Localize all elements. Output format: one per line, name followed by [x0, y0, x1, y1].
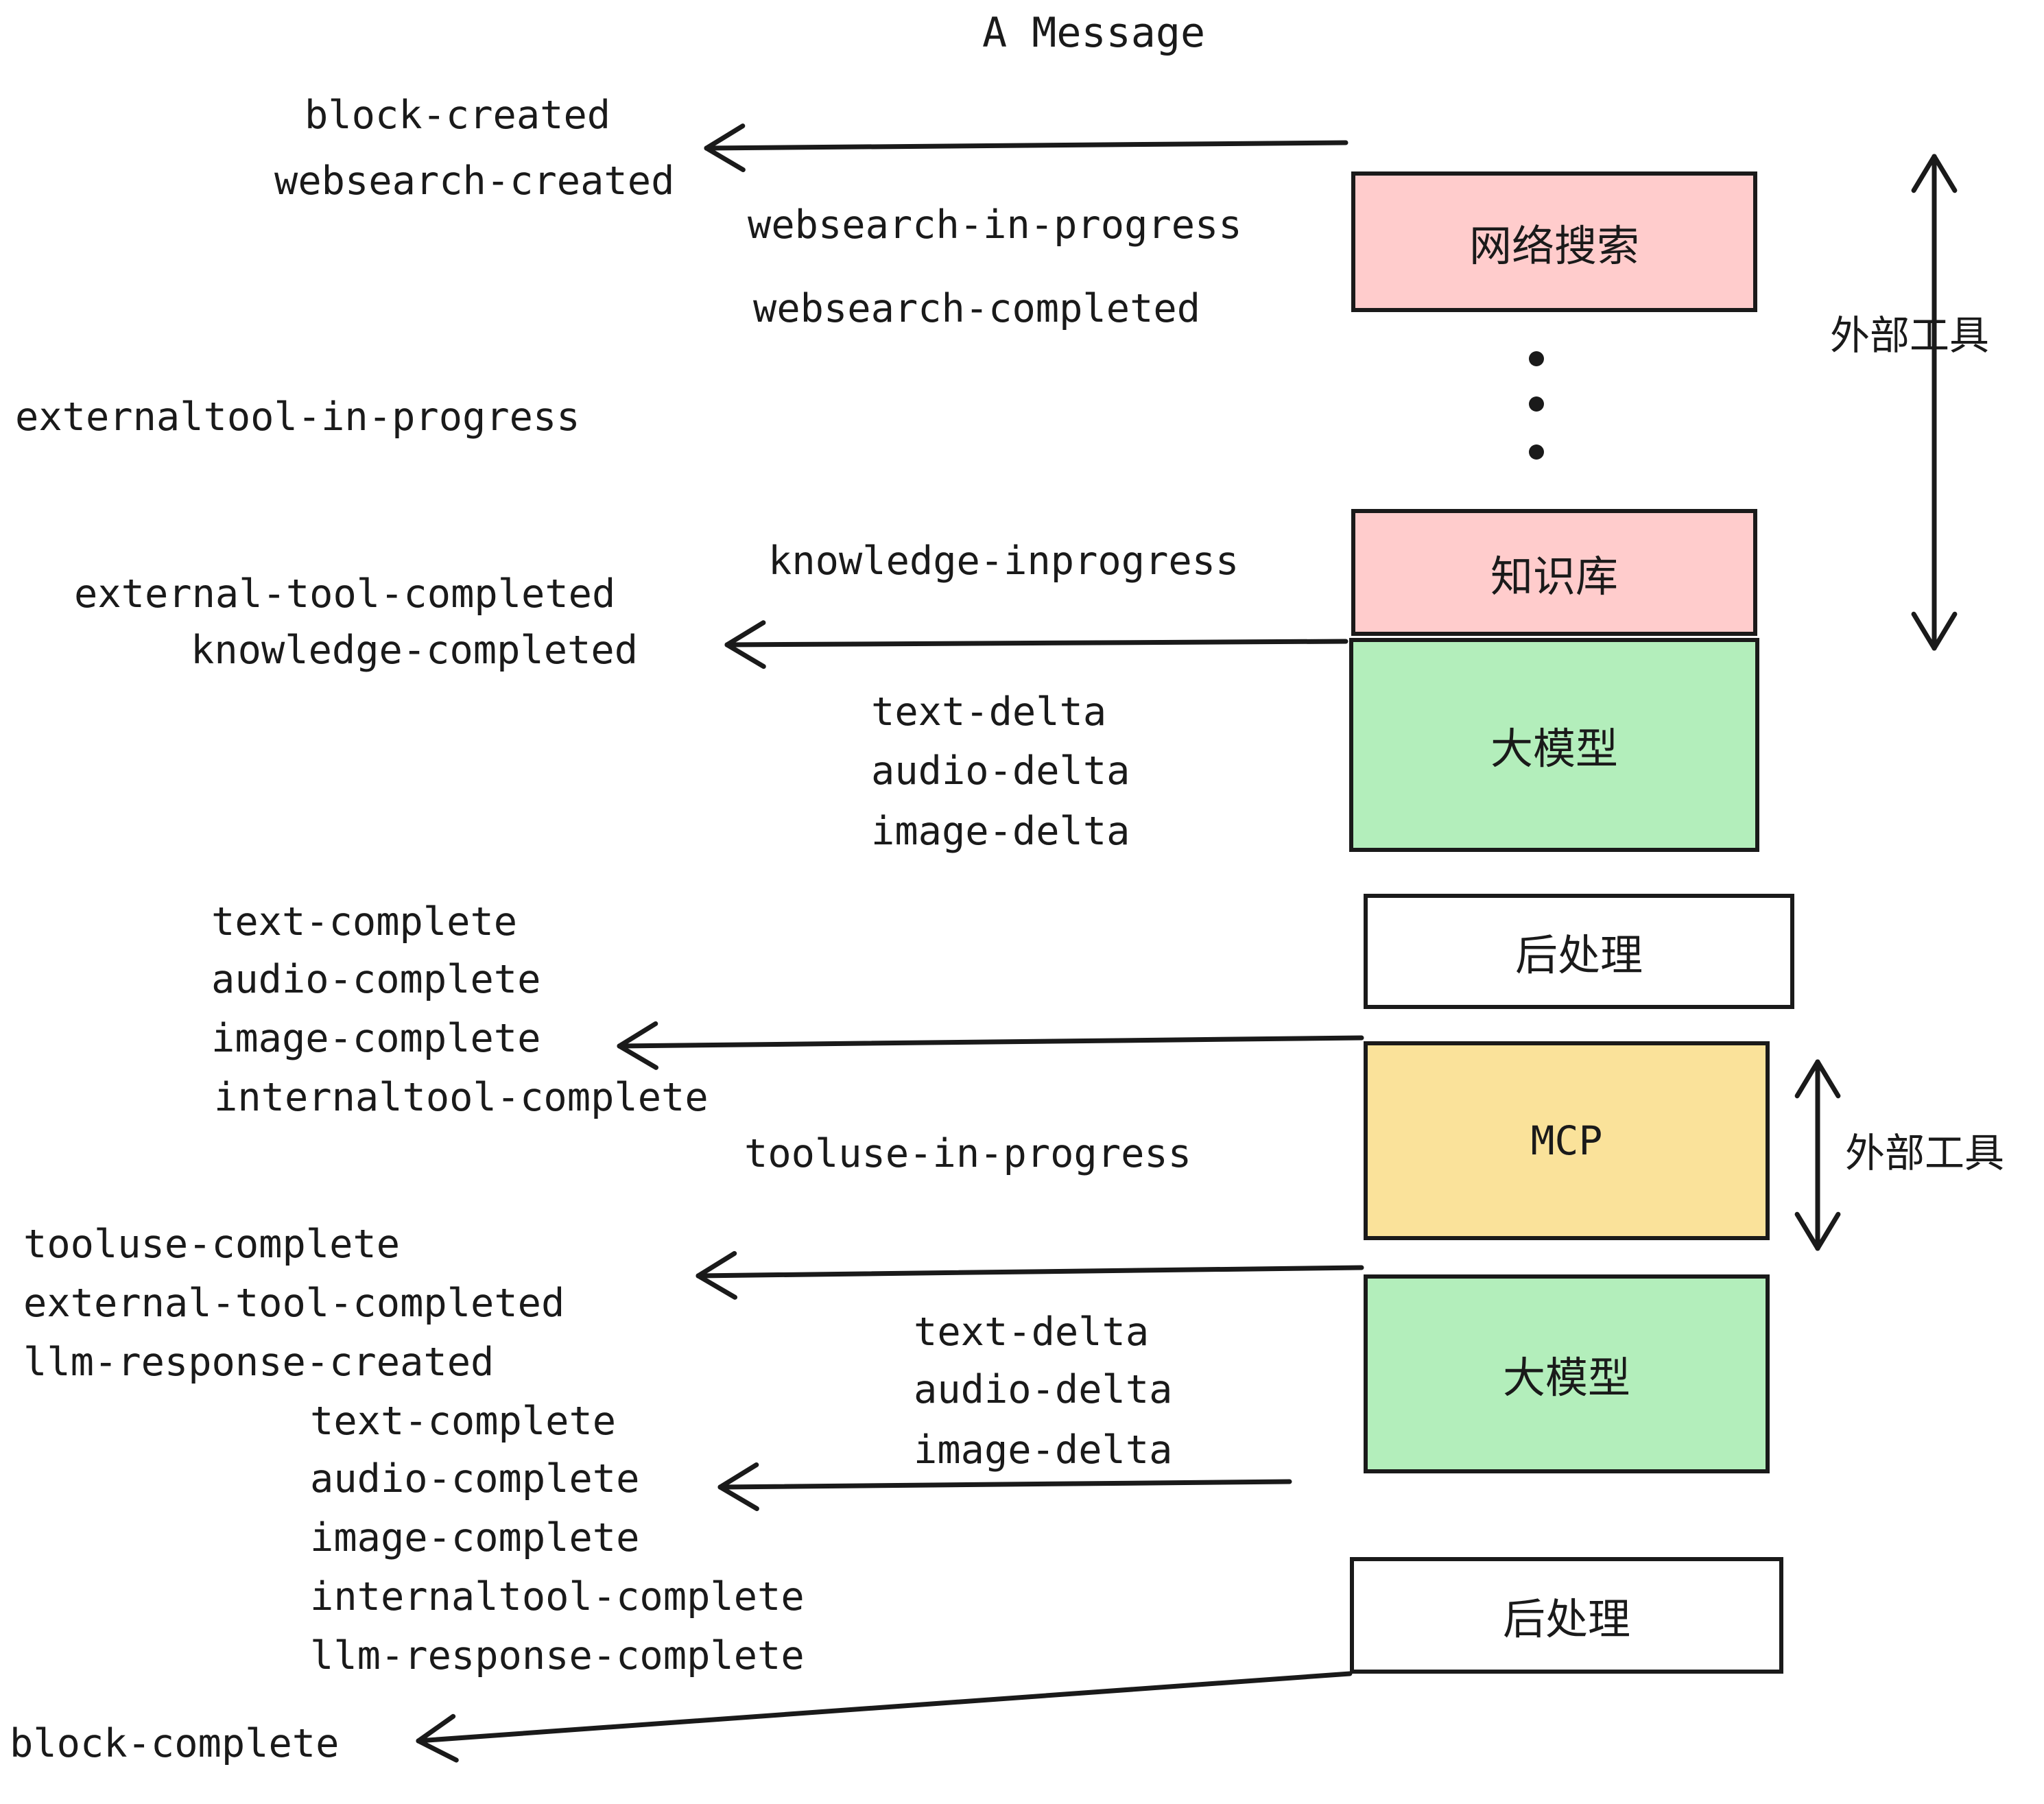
- event-label-text-delta-2: text-delta: [914, 1309, 1150, 1355]
- event-label-image-complete-1: image-complete: [211, 1016, 541, 1061]
- event-label-tooluse-complete: tooluse-complete: [23, 1222, 401, 1267]
- event-label-internaltool-complete-1: internaltool-complete: [214, 1075, 709, 1120]
- event-label-internaltool-complete-2: internaltool-complete: [310, 1574, 805, 1619]
- ellipsis-dot-1: [1529, 351, 1544, 366]
- event-label-image-complete-2: image-complete: [310, 1515, 640, 1560]
- event-label-text-complete-2: text-complete: [310, 1399, 617, 1444]
- arrow-final-to-block: [416, 1671, 1353, 1763]
- event-label-audio-complete-1: audio-complete: [211, 957, 541, 1002]
- node-box-postprocess-bottom: 后处理: [1350, 1557, 1783, 1674]
- event-label-audio-delta-2: audio-delta: [914, 1367, 1173, 1412]
- event-label-audio-complete-2: audio-complete: [310, 1456, 640, 1502]
- event-label-audio-delta-1: audio-delta: [871, 748, 1130, 794]
- event-label-external-tool-completed-2: external-tool-completed: [23, 1281, 565, 1326]
- event-label-image-delta-1: image-delta: [871, 809, 1130, 854]
- node-box-llm-top: 大模型: [1349, 638, 1759, 852]
- event-label-text-complete-1: text-complete: [211, 899, 518, 945]
- event-label-block-complete: block-complete: [10, 1721, 340, 1766]
- event-label-external-tool-completed-1: external-tool-completed: [74, 571, 616, 617]
- event-label-websearch-created: websearch-created: [274, 158, 675, 204]
- event-label-block-created: block-created: [305, 93, 611, 138]
- arrow-knowledge-to-left: [724, 620, 1348, 669]
- node-box-postprocess-top: 后处理: [1364, 894, 1794, 1009]
- event-label-image-delta-2: image-delta: [914, 1427, 1173, 1473]
- node-box-mcp: MCP: [1364, 1041, 1770, 1240]
- node-box-websearch: 网络搜索: [1351, 171, 1757, 312]
- node-box-knowledge: 知识库: [1351, 509, 1757, 636]
- event-label-tooluse-in-progress: tooluse-in-progress: [744, 1131, 1192, 1176]
- arrow-postprocess-to-left: [617, 1021, 1364, 1070]
- event-label-websearch-in-progress: websearch-in-progress: [748, 202, 1242, 248]
- event-label-text-delta-1: text-delta: [871, 689, 1107, 735]
- external-tools-range-upper: [1911, 154, 1958, 651]
- external-tools-range-lower: [1794, 1059, 1841, 1251]
- ellipsis-dot-3: [1529, 444, 1544, 460]
- event-label-knowledge-completed: knowledge-completed: [191, 628, 639, 673]
- arrow-websearch-to-left: [704, 123, 1348, 173]
- side-label-external-tools-upper: 外部工具: [1830, 312, 1990, 359]
- page-title: A Message: [982, 9, 1206, 57]
- event-label-websearch-completed: websearch-completed: [753, 286, 1201, 331]
- event-label-knowledge-inprogress: knowledge-inprogress: [768, 538, 1239, 584]
- ellipsis-dot-2: [1529, 396, 1544, 412]
- side-label-external-tools-lower: 外部工具: [1845, 1130, 2005, 1176]
- event-label-externaltool-in-progress: externaltool-in-progress: [15, 394, 580, 440]
- arrow-mcp-to-left: [696, 1250, 1364, 1300]
- node-box-llm-bottom: 大模型: [1364, 1274, 1770, 1473]
- event-label-llm-response-created: llm-response-created: [23, 1340, 495, 1385]
- event-label-llm-response-complete: llm-response-complete: [310, 1633, 805, 1678]
